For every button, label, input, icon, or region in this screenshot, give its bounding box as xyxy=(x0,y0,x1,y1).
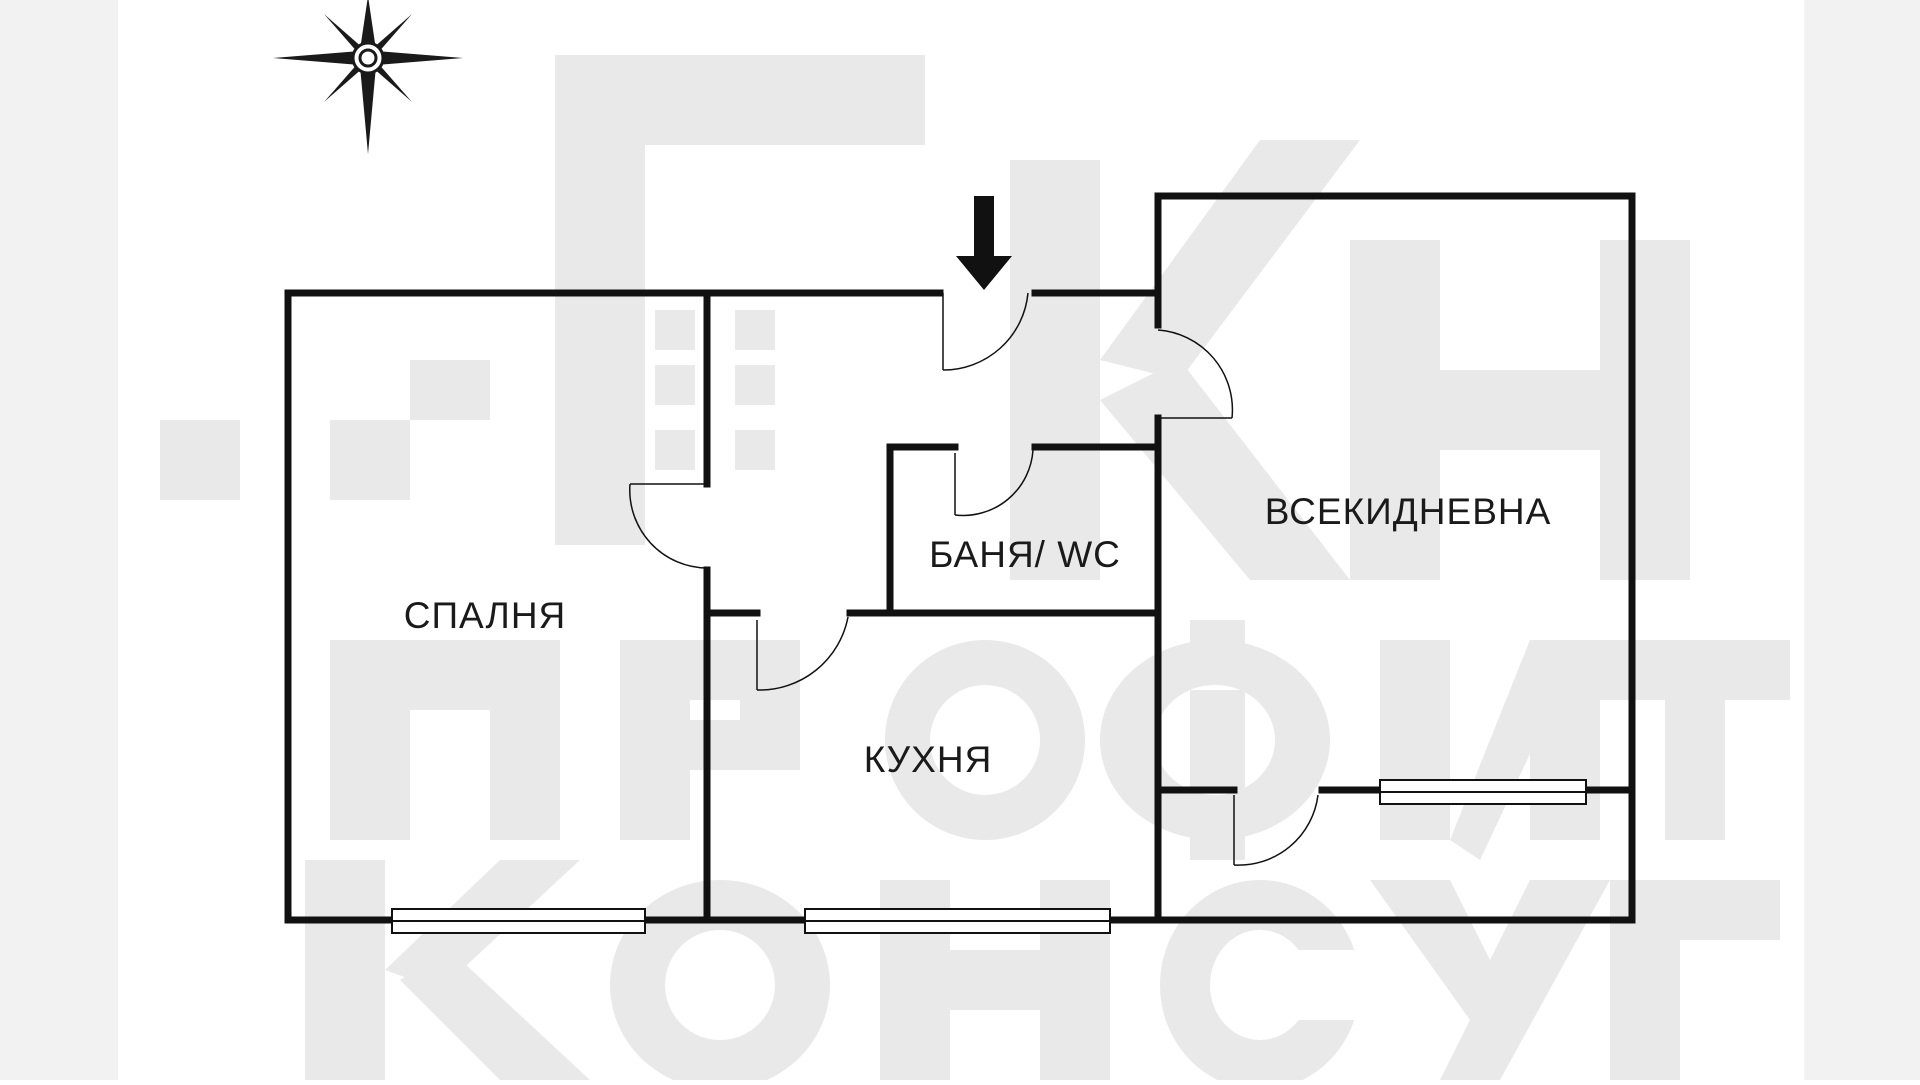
window-living xyxy=(1379,779,1587,805)
compass-rose-icon xyxy=(273,0,463,154)
door-bathroom xyxy=(954,449,1034,517)
windows xyxy=(391,779,1632,934)
door-living xyxy=(1157,329,1234,419)
window-kitchen xyxy=(804,908,1111,934)
panel-inner-background xyxy=(140,0,1780,1080)
door-balcony xyxy=(1233,794,1319,866)
entrance-arrow-icon xyxy=(956,196,1012,290)
door-bedroom xyxy=(629,483,708,569)
window-bedroom xyxy=(391,908,646,934)
room-label-bedroom: СПАЛНЯ xyxy=(404,595,567,636)
room-label-bathroom: БАНЯ/ WC xyxy=(929,534,1121,575)
watermark-counters xyxy=(665,685,1365,1040)
watermark-logo xyxy=(160,55,1790,1085)
doors xyxy=(629,292,1319,866)
door-entrance xyxy=(942,292,1029,371)
room-label-kitchen: КУХНЯ xyxy=(864,739,993,780)
door-kitchen xyxy=(756,616,849,691)
room-label-living: ВСЕКИДНЕВНА xyxy=(1265,491,1552,532)
